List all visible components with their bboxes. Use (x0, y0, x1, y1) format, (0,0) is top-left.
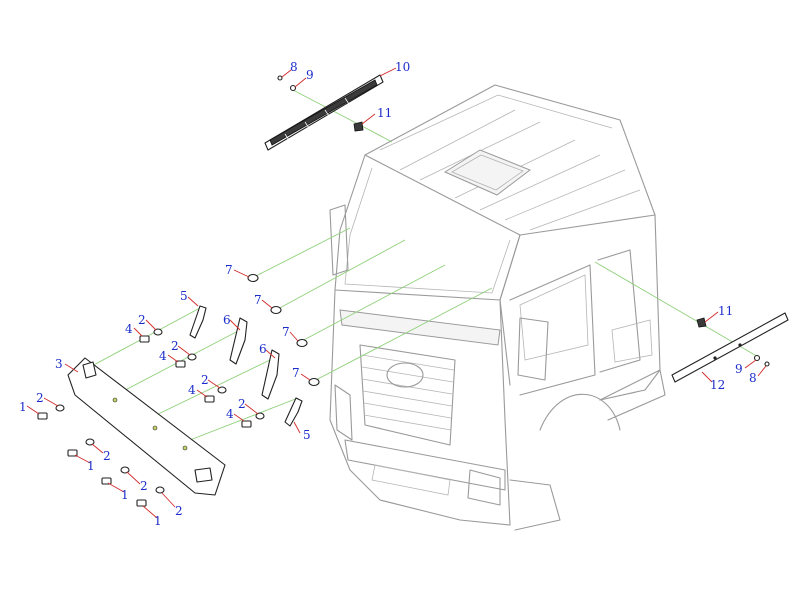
callout-1: 1 (154, 514, 162, 528)
callout-1: 1 (87, 459, 95, 473)
assembly-guide-lines (87, 89, 761, 441)
callout-1: 1 (19, 400, 27, 414)
callout-2: 2 (175, 504, 183, 518)
callout-8: 8 (290, 60, 298, 74)
callout-8: 8 (749, 371, 757, 385)
callout-3: 3 (55, 357, 63, 371)
callout-5: 5 (180, 289, 188, 303)
callout-7: 7 (254, 293, 262, 307)
callout-labels: 1 1 1 1 2 2 2 2 2 2 2 2 3 4 4 4 4 5 5 6 … (19, 60, 757, 528)
callout-1: 1 (121, 488, 129, 502)
visor-brackets (189, 305, 303, 427)
callout-11: 11 (377, 106, 392, 120)
callout-2: 2 (201, 373, 209, 387)
callout-7: 7 (225, 263, 233, 277)
callout-2: 2 (36, 391, 44, 405)
callout-4: 4 (188, 383, 196, 397)
truck-cab-outline (329, 84, 666, 531)
callout-4: 4 (125, 322, 133, 336)
callout-9: 9 (306, 68, 314, 82)
callout-2: 2 (171, 339, 179, 353)
leader-lines (26, 67, 767, 519)
roof-deflector-assembly (264, 74, 384, 151)
callout-2: 2 (238, 397, 246, 411)
callout-10: 10 (395, 60, 410, 74)
callout-9: 9 (735, 362, 743, 376)
callout-4: 4 (226, 407, 234, 421)
callout-12: 12 (710, 378, 725, 392)
callout-7: 7 (282, 325, 290, 339)
callout-6: 6 (223, 313, 231, 327)
callout-5: 5 (303, 428, 311, 442)
callout-2: 2 (103, 449, 111, 463)
callout-2: 2 (138, 313, 146, 327)
callout-11: 11 (718, 304, 733, 318)
callout-6: 6 (259, 342, 267, 356)
fasteners (37, 273, 320, 507)
callout-4: 4 (159, 349, 167, 363)
callout-2: 2 (140, 479, 148, 493)
sun-visor-assembly (67, 357, 226, 496)
side-rail-assembly (671, 312, 789, 383)
callout-7: 7 (292, 366, 300, 380)
